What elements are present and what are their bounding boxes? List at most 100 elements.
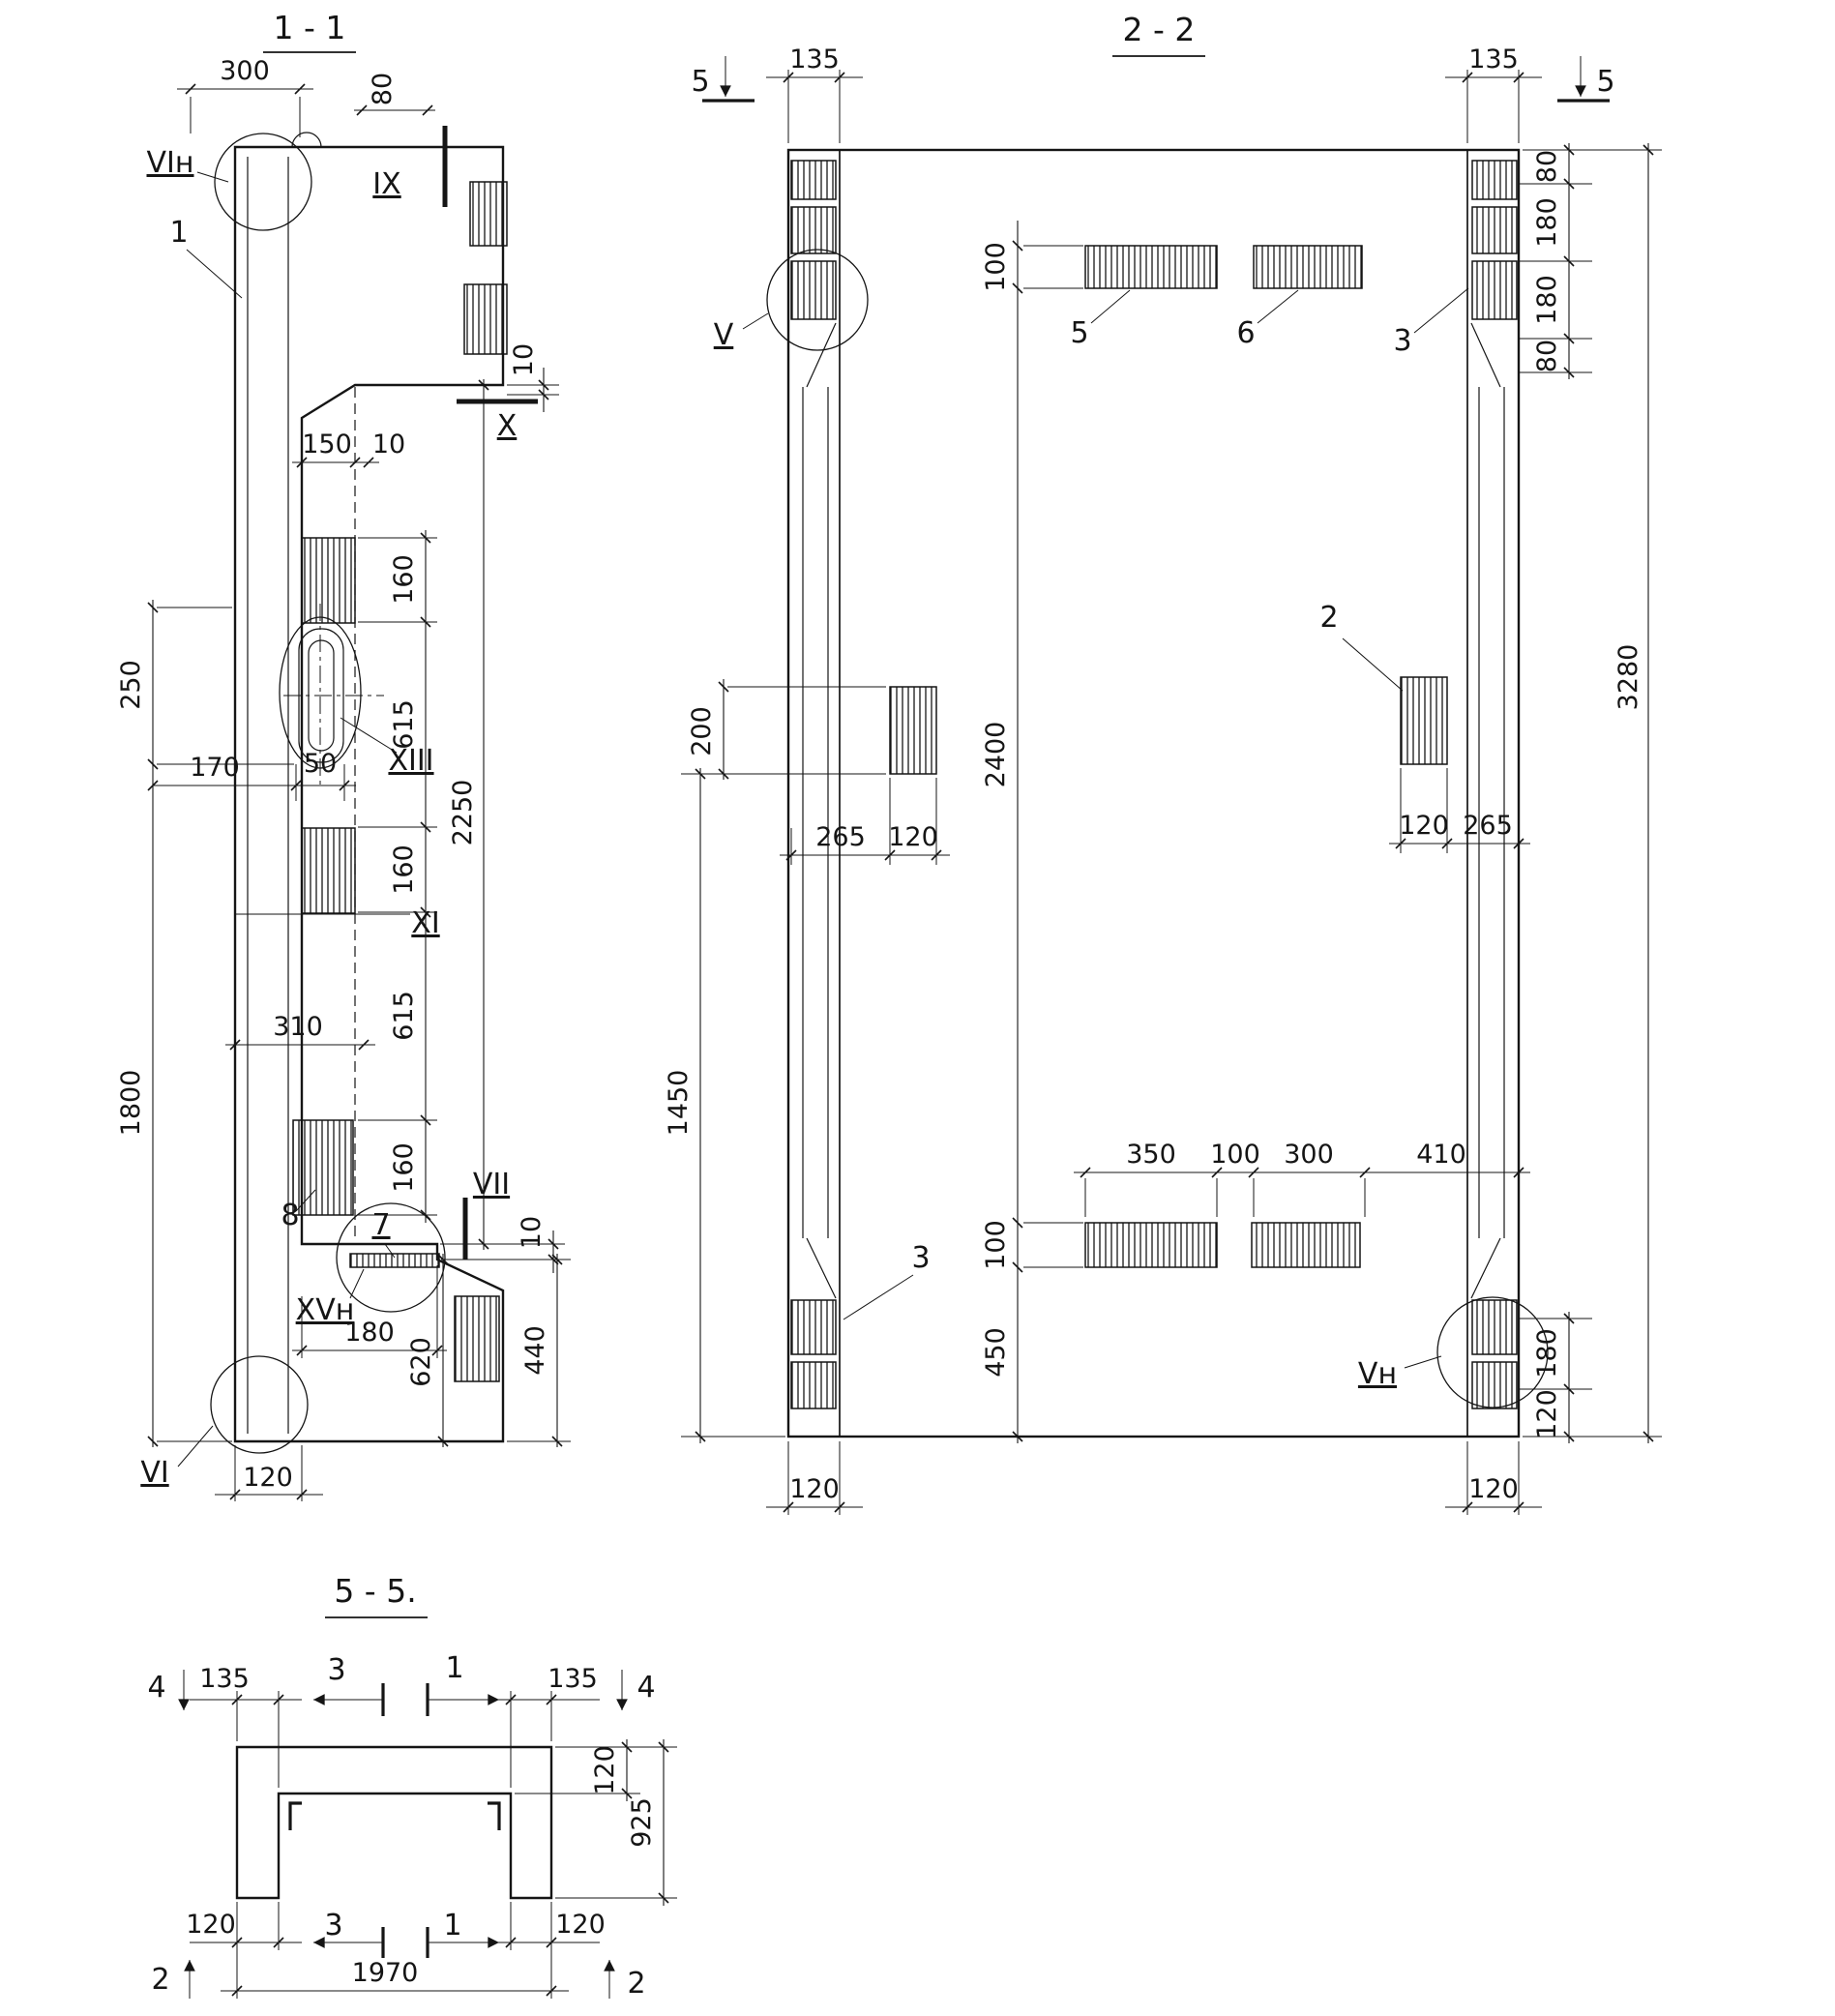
s11-dim-10b-value: 10 bbox=[372, 430, 405, 460]
s22-mark-s5l: 5 bbox=[691, 65, 709, 99]
s11-key-3 bbox=[292, 1119, 354, 1216]
s22-section-marks bbox=[702, 56, 1610, 103]
s11-leaders bbox=[177, 171, 398, 1468]
s22-dim-135l-value: 135 bbox=[789, 44, 840, 74]
s22-dim-135-left: 135 bbox=[766, 44, 863, 143]
s11-item-8: 8 bbox=[281, 1199, 299, 1232]
s22-dim-120botl-value: 120 bbox=[789, 1474, 840, 1504]
s11-mark-xiii: XIII bbox=[388, 744, 433, 778]
s22-dim-bottom-chain: 350 100 300 410 bbox=[1074, 1140, 1530, 1217]
s55-dim-120r-value: 120 bbox=[590, 1745, 620, 1795]
s22-dim-265r-value: 265 bbox=[1463, 811, 1513, 841]
s22-dim-120ra-value: 120 bbox=[1399, 811, 1449, 841]
s22-dim-450-value: 450 bbox=[981, 1327, 1011, 1378]
s22-dim-100c-value: 100 bbox=[981, 1220, 1011, 1270]
s22-dim-3280-value: 3280 bbox=[1613, 644, 1643, 711]
s11-detail-circle-vi bbox=[210, 1355, 309, 1454]
s11-flange-key-1 bbox=[469, 181, 508, 247]
s11-plate-7 bbox=[349, 1253, 440, 1268]
s22-dim-100a-value: 100 bbox=[981, 242, 1011, 292]
s11-item-7: 7 bbox=[371, 1208, 390, 1242]
s11-dim-2250: 2250 bbox=[440, 379, 497, 1250]
s11-dim-310: 310 bbox=[225, 1012, 375, 1051]
s22-dim-265l-value: 265 bbox=[815, 822, 866, 852]
s11-dim-620: 620 bbox=[406, 1254, 449, 1447]
s22-bar-bottom-right bbox=[1251, 1222, 1361, 1268]
s11-labels: VIн 1 IX X XIII XI 8 7 VII XVн VI bbox=[140, 146, 517, 1490]
s11-flange-key-2 bbox=[463, 283, 508, 355]
s55-mark-s2l: 2 bbox=[151, 1963, 169, 1997]
s11-dim-170-value: 170 bbox=[190, 753, 240, 783]
s55-dim-120-bottom-right: 120 bbox=[488, 1902, 606, 1999]
s22-mark-v: V bbox=[714, 318, 734, 352]
s22-labels: 5 5 V 5 6 3 2 3 Vн bbox=[691, 65, 1614, 1391]
s11-dim-120-value: 120 bbox=[243, 1463, 293, 1493]
s11-dim-300-value: 300 bbox=[220, 56, 270, 86]
s22-geometry bbox=[766, 148, 1549, 1438]
s11-mark-vii: VII bbox=[473, 1168, 510, 1201]
section-2-2: 2 - 2 bbox=[664, 11, 1662, 1515]
s55-mark-s1bot: 1 bbox=[443, 1909, 461, 1942]
section-1-1: 1 - 1 bbox=[116, 9, 571, 1501]
s55-corner-mark-right bbox=[488, 1801, 501, 1830]
s22-mark-vn: Vн bbox=[1358, 1357, 1397, 1391]
s55-dim-1970: 1970 bbox=[221, 1958, 569, 1997]
s11-mark-xi: XI bbox=[411, 906, 439, 940]
section-5-5: 5 - 5. 4 3 1 4 135 bbox=[147, 1572, 677, 2001]
s22-mid-block-left bbox=[889, 686, 937, 775]
s22-dim-2400-value: 2400 bbox=[981, 722, 1011, 788]
s22-dim-right-chain-top: 80 180 180 80 bbox=[1519, 143, 1662, 379]
s11-detail-circle-vin bbox=[214, 133, 312, 231]
s55-dim-120botl-value: 120 bbox=[186, 1910, 236, 1940]
s11-item-1: 1 bbox=[169, 216, 188, 250]
s11-dim-2250-value: 2250 bbox=[448, 780, 478, 846]
s55-title: 5 - 5. bbox=[325, 1572, 428, 1618]
s11-dim-1800-value: 1800 bbox=[116, 1070, 146, 1137]
s22-dim-right-chain-bottom: 180 120 bbox=[1519, 1312, 1662, 1443]
s22-dim-1450: 1450 bbox=[664, 768, 785, 1443]
s22-dim-180b-value: 180 bbox=[1532, 275, 1562, 325]
s22-dim-80b-value: 80 bbox=[1532, 340, 1562, 372]
s22-dim-120-bottom-left: 120 bbox=[766, 1441, 863, 1515]
s11-dim-80-value: 80 bbox=[368, 73, 398, 105]
s22-panel-outline bbox=[786, 148, 1521, 1438]
s11-dim-10-top: 10 bbox=[507, 343, 559, 412]
s55-marks-bottom: 3 1 bbox=[313, 1909, 499, 1958]
s22-left-key-3 bbox=[790, 260, 837, 320]
s55-channel-outline bbox=[235, 1745, 553, 1900]
s11-dim-150-value: 150 bbox=[302, 430, 352, 460]
s22-dim-180a-value: 180 bbox=[1532, 197, 1562, 248]
s55-mark-s3top: 3 bbox=[327, 1653, 345, 1687]
s55-mark-s3bot: 3 bbox=[324, 1909, 342, 1942]
s22-left-key-2 bbox=[790, 206, 837, 254]
s11-dim-160a-value: 160 bbox=[389, 554, 419, 605]
s22-dim-100b-value: 100 bbox=[1210, 1140, 1260, 1170]
s11-dim-300: 300 bbox=[177, 56, 313, 137]
s22-dim-200-value: 200 bbox=[687, 706, 717, 756]
s55-mark-s2r: 2 bbox=[627, 1967, 645, 2001]
s11-key-1 bbox=[301, 537, 356, 624]
s22-right-key-5 bbox=[1471, 1361, 1518, 1409]
s22-dim-410-value: 410 bbox=[1416, 1140, 1466, 1170]
s55-dim-925-value: 925 bbox=[627, 1797, 657, 1848]
s22-dim-120b-value: 120 bbox=[1532, 1389, 1562, 1439]
s11-dim-120: 120 bbox=[215, 1445, 323, 1501]
s22-detail-circle-v bbox=[766, 249, 869, 351]
s22-bar-5 bbox=[1084, 245, 1218, 289]
s22-item-3a: 3 bbox=[1393, 324, 1411, 358]
s22-dim-120botr-value: 120 bbox=[1468, 1474, 1519, 1504]
s11-key-2 bbox=[301, 827, 356, 914]
s11-geometry bbox=[210, 126, 538, 1454]
s11-dim-615a-value: 615 bbox=[389, 699, 419, 750]
s11-dim-150-10: 150 10 bbox=[292, 430, 405, 468]
s22-dim-300-value: 300 bbox=[1284, 1140, 1334, 1170]
s55-mark-s4r: 4 bbox=[636, 1671, 655, 1705]
s55-dim-120-bottom-left: 120 bbox=[186, 1902, 302, 1999]
s11-lifting-loop bbox=[291, 132, 322, 148]
s22-leaders bbox=[742, 287, 1469, 1369]
s11-dim-440-value: 440 bbox=[520, 1325, 550, 1376]
s22-mid-block-right bbox=[1400, 676, 1448, 765]
s22-dim-135-right: 135 bbox=[1445, 44, 1542, 143]
